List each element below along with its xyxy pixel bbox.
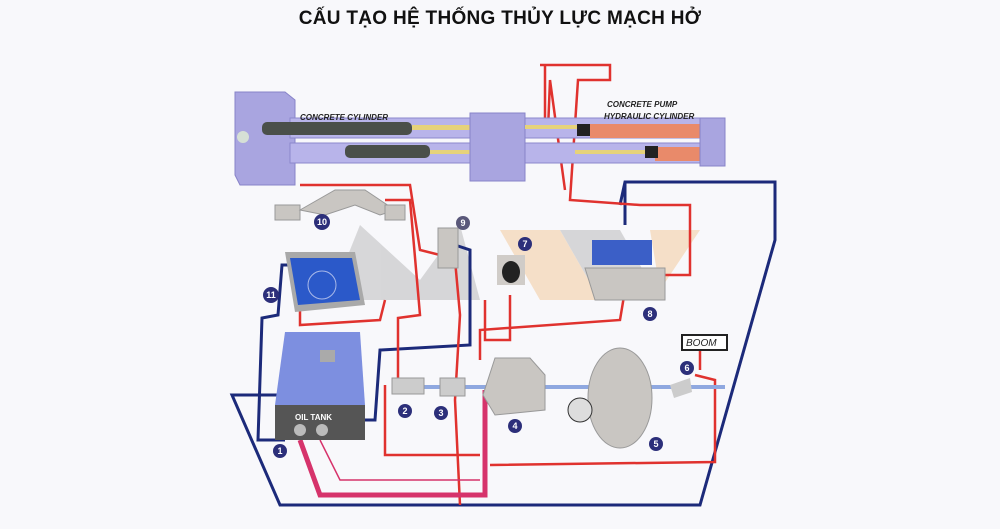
- pump-cylinder-label-1: CONCRETE PUMP: [607, 100, 678, 109]
- badge-8: 8: [643, 307, 657, 321]
- svg-text:4: 4: [512, 421, 517, 431]
- badge-5: 5: [649, 437, 663, 451]
- oil-cooler: [285, 252, 365, 312]
- return-lines: [229, 180, 777, 507]
- svg-text:5: 5: [653, 439, 658, 449]
- suction-line: [297, 390, 488, 498]
- page-title: CẤU TẠO HỆ THỐNG THỦY LỰC MẠCH HỞ: [298, 8, 702, 29]
- svg-text:8: 8: [647, 309, 652, 319]
- coupling-3: [439, 377, 466, 397]
- badge-9: 9: [456, 216, 470, 230]
- svg-text:6: 6: [684, 363, 689, 373]
- oil-tank-label: OIL TANK: [295, 413, 332, 422]
- badge-4: 4: [508, 419, 522, 433]
- svg-text:11: 11: [266, 290, 276, 300]
- badge-6: 6: [680, 361, 694, 375]
- svg-text:1: 1: [277, 446, 282, 456]
- svg-text:10: 10: [317, 217, 327, 227]
- badge-3: 3: [434, 406, 448, 420]
- badge-7: 7: [518, 237, 532, 251]
- badge-10: 10: [314, 214, 330, 230]
- hydraulic-pump: [482, 357, 546, 416]
- drive-shaft: [395, 385, 725, 389]
- svg-text:9: 9: [460, 218, 465, 228]
- svg-text:3: 3: [438, 408, 443, 418]
- accumulator: [497, 255, 525, 285]
- valve-9: [437, 227, 459, 269]
- svg-text:2: 2: [402, 406, 407, 416]
- concrete-cylinder-label: CONCRETE CYLINDER: [300, 113, 388, 122]
- main-valve: [584, 240, 666, 301]
- badge-11: 11: [263, 287, 279, 303]
- coupling-2: [391, 377, 425, 395]
- badge-2: 2: [398, 404, 412, 418]
- badge-1: 1: [273, 444, 287, 458]
- engine: [567, 347, 653, 449]
- pump-cylinder-label-2: HYDRAULIC CYLINDER: [604, 112, 694, 121]
- boom-connector: [670, 378, 692, 398]
- oil-tank: [275, 332, 365, 440]
- svg-text:7: 7: [522, 239, 527, 249]
- boom-box: [681, 334, 728, 351]
- s-valve: [274, 189, 406, 221]
- boom-label: BOOM: [686, 338, 717, 349]
- concrete-cylinder-assembly: [234, 91, 726, 186]
